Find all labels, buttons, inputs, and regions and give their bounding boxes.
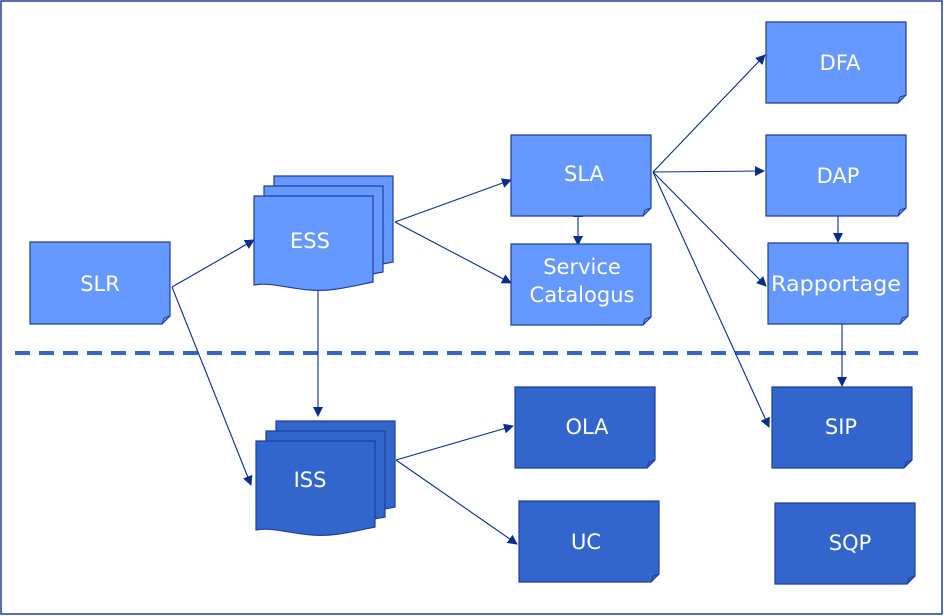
- node-rapportage: Rapportage: [767, 242, 909, 325]
- node-sla: SLA: [510, 134, 652, 217]
- arrow-ess-sla: [394, 178, 512, 223]
- node-sqp-label: SQP: [829, 531, 872, 555]
- node-ola: OLA: [514, 386, 656, 469]
- arrow-sla-dfa: [652, 54, 766, 173]
- node-ola-label: OLA: [565, 415, 609, 439]
- node-sip-label: SIP: [825, 415, 857, 439]
- arrow-sla-rapportage: [652, 171, 767, 287]
- node-rapportage-label: Rapportage: [771, 272, 901, 296]
- node-slr-label: SLR: [80, 272, 120, 296]
- node-service-catalogus: Service Catalogus: [510, 243, 652, 326]
- arrow-iss-ola: [395, 423, 514, 461]
- node-ess: ESS: [253, 175, 394, 291]
- arrow-sla-sip: [652, 171, 770, 428]
- node-dap: DAP: [765, 134, 907, 217]
- arrow-slr-iss: [171, 286, 253, 486]
- node-sla-label: SLA: [564, 162, 605, 186]
- node-iss-label: ISS: [294, 468, 327, 492]
- node-dap-label: DAP: [817, 164, 860, 188]
- node-dfa: DFA: [765, 21, 907, 104]
- node-slr: SLR: [29, 241, 171, 325]
- node-uc: UC: [518, 500, 660, 583]
- connectors: [171, 54, 847, 545]
- node-service-catalogus-label-line2: Catalogus: [530, 283, 635, 307]
- node-service-catalogus-label-line1: Service: [543, 255, 621, 279]
- node-dfa-label: DFA: [820, 51, 861, 75]
- node-sip: SIP: [771, 386, 913, 469]
- node-ess-label: ESS: [290, 229, 330, 253]
- arrow-sla-dap: [652, 166, 765, 177]
- arrow-slr-ess: [171, 239, 255, 288]
- arrow-ess-catalogus: [394, 221, 512, 284]
- node-iss: ISS: [255, 420, 396, 536]
- node-sqp: SQP: [774, 502, 916, 585]
- node-uc-label: UC: [571, 530, 601, 554]
- arrow-iss-uc: [395, 459, 518, 545]
